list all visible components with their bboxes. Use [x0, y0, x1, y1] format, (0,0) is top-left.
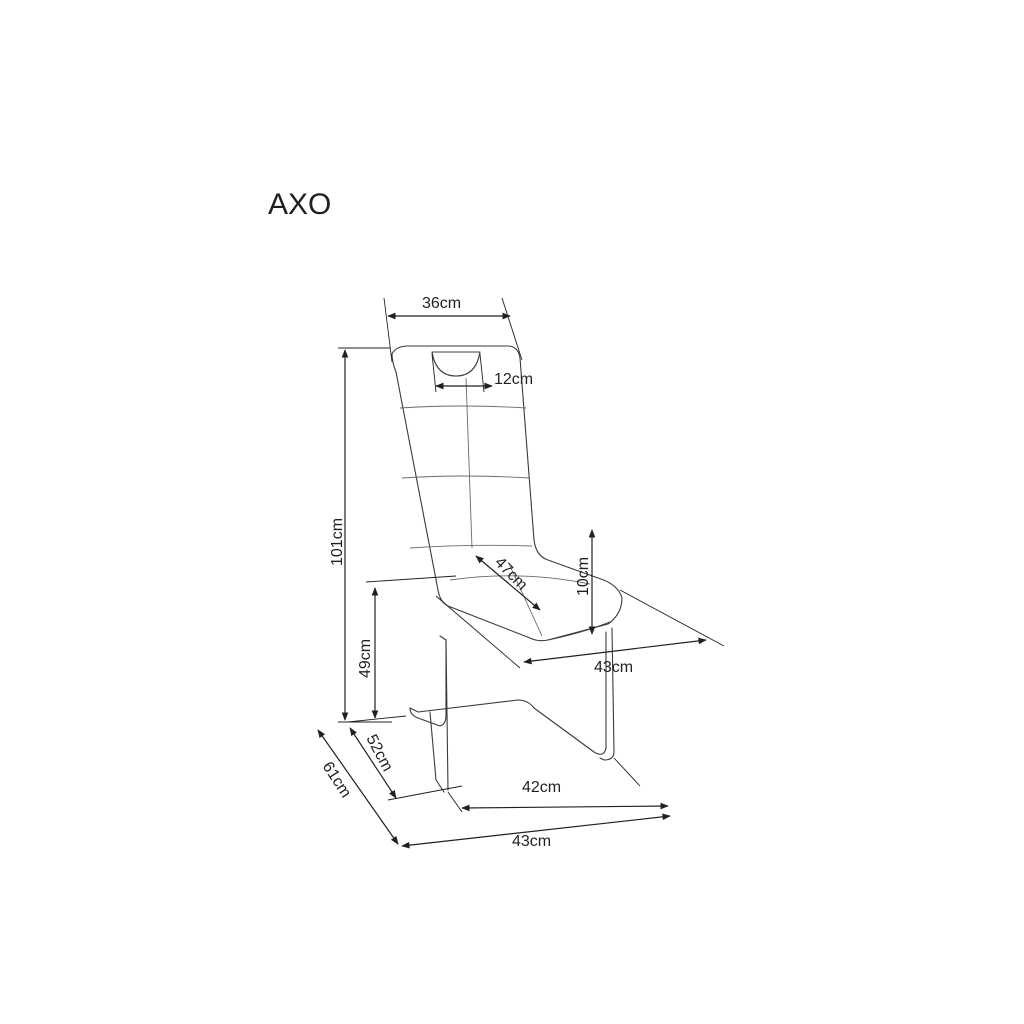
label-total-height: 101cm: [329, 518, 346, 566]
label-seat-thickness: 10cm: [575, 557, 592, 596]
product-title: AXO: [268, 188, 331, 221]
label-back-width: 36cm: [422, 295, 461, 312]
label-total-width: 43cm: [512, 833, 551, 850]
base-rear-tube: [445, 639, 449, 791]
backrest-handle: [431, 351, 481, 377]
dim-total-width: [401, 813, 671, 849]
label-seat-width: 43cm: [594, 659, 633, 676]
label-seat-height: 49cm: [357, 639, 374, 678]
chair-drawing: [391, 345, 623, 793]
base-runner: [409, 631, 607, 755]
label-handle-width: 12cm: [494, 371, 533, 388]
dim-base-width: [461, 802, 669, 812]
backrest: [391, 345, 623, 642]
base-front-tube: [599, 627, 615, 761]
base-rear: [409, 635, 447, 727]
dim-total-depth: [317, 729, 399, 845]
label-base-depth: 52cm: [362, 732, 395, 775]
dim-seat-depth: [475, 555, 541, 611]
label-total-depth: 61cm: [319, 759, 355, 801]
dim-seat-width: [523, 637, 707, 665]
label-base-width: 42cm: [522, 779, 561, 796]
dimension-lines: [317, 297, 725, 849]
